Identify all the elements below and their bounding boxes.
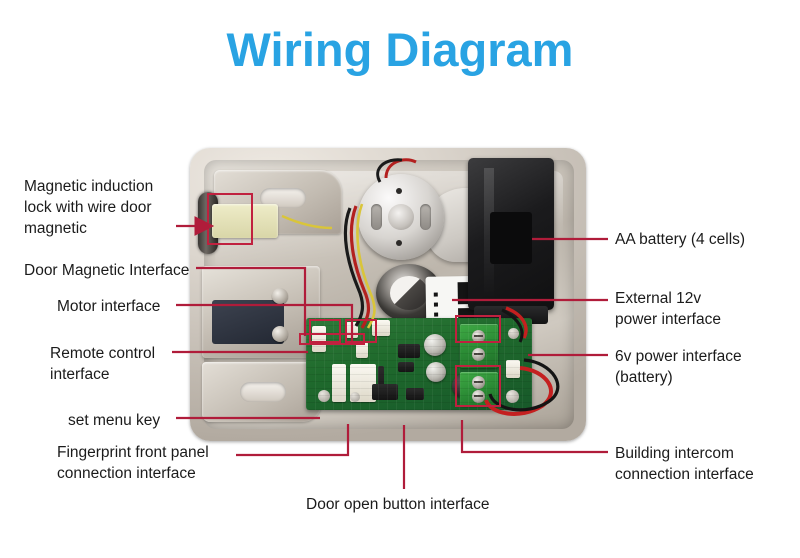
motor-dot xyxy=(396,188,402,194)
chassis-lower-bracket xyxy=(202,362,322,422)
leader-motor-interface xyxy=(176,303,354,341)
label-set-menu-key: set menu key xyxy=(68,412,161,429)
cam-inner xyxy=(390,276,428,310)
motor-dot xyxy=(396,240,402,246)
motor-slot xyxy=(420,204,431,230)
label-6v-power-interface: 6v power interface (battery) xyxy=(615,348,742,386)
motor-hub xyxy=(388,204,414,230)
motor xyxy=(358,174,444,260)
label-building-intercom: Building intercom connection interface xyxy=(615,445,754,483)
leader-fingerprint-front-panel xyxy=(236,424,350,457)
label-magnetic-induction-lock: Magnetic induction lock with wire door m… xyxy=(24,178,154,237)
label-remote-control-interface: Remote control interface xyxy=(50,345,156,383)
highlight-boxes xyxy=(207,193,501,407)
leader-door-magnetic-interface xyxy=(196,266,307,336)
bracket-slot xyxy=(240,382,286,402)
aa-battery-holder xyxy=(468,158,554,310)
label-external-12v: External 12v power interface xyxy=(615,290,721,328)
latch-screw xyxy=(272,326,288,342)
label-fingerprint-front-panel: Fingerprint front panel connection inter… xyxy=(57,444,209,482)
latch-screw xyxy=(272,288,288,304)
page-title: Wiring Diagram xyxy=(226,23,574,76)
control-pcb xyxy=(306,318,532,410)
label-door-magnetic-interface: Door Magnetic Interface xyxy=(24,262,190,279)
lock-internals-photo xyxy=(190,148,586,441)
motor-slot xyxy=(371,204,382,230)
label-door-open-button-interface: Door open button interface xyxy=(306,496,490,513)
battery-notch xyxy=(490,212,532,264)
label-motor-interface: Motor interface xyxy=(57,298,161,315)
leader-building-intercom xyxy=(460,420,608,454)
bracket-slot xyxy=(260,188,306,208)
wire-harness xyxy=(281,158,560,416)
magnetic-induction-sensor xyxy=(212,204,278,238)
label-aa-battery: AA battery (4 cells) xyxy=(615,231,746,248)
